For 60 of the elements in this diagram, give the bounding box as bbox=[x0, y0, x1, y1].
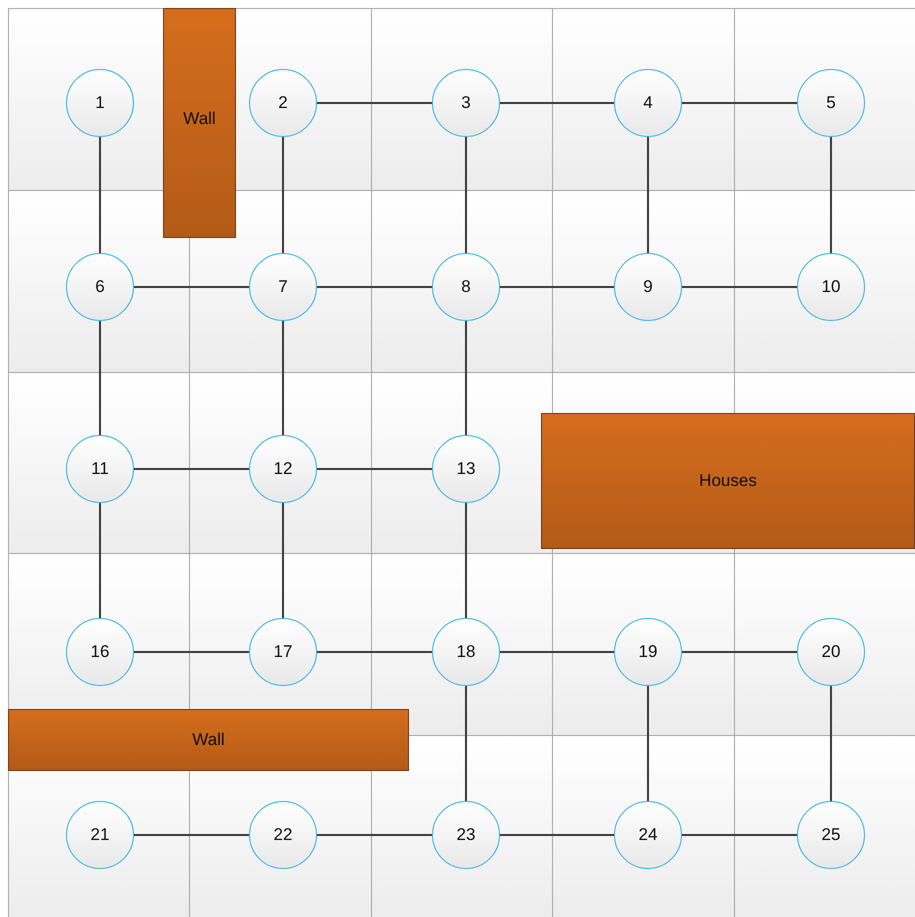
connector-line bbox=[99, 321, 101, 435]
node-number: 12 bbox=[274, 459, 292, 479]
connector-line bbox=[682, 834, 797, 836]
node-number: 24 bbox=[638, 825, 658, 845]
node-number: 13 bbox=[456, 459, 476, 479]
connector-line bbox=[317, 102, 432, 104]
connector-line bbox=[99, 503, 101, 618]
node-number: 18 bbox=[456, 642, 476, 662]
connector-line bbox=[317, 651, 432, 653]
connector-line bbox=[282, 137, 284, 253]
wall-block bbox=[8, 709, 409, 771]
node-number: 3 bbox=[461, 93, 471, 113]
connector-line bbox=[99, 137, 101, 253]
block-label: Houses bbox=[699, 471, 757, 491]
houses-block bbox=[541, 413, 915, 549]
connector-line bbox=[282, 503, 284, 618]
node-number: 17 bbox=[274, 642, 292, 662]
connector-line bbox=[317, 834, 432, 836]
connector-line bbox=[282, 321, 284, 435]
node-number: 8 bbox=[461, 277, 471, 297]
block-label: Wall bbox=[192, 730, 225, 750]
connector-line bbox=[134, 468, 249, 470]
connector-line bbox=[465, 503, 467, 618]
connector-line bbox=[500, 834, 614, 836]
connector-line bbox=[647, 686, 649, 801]
wall-block bbox=[163, 8, 236, 238]
node-number: 4 bbox=[643, 93, 653, 113]
connector-line bbox=[500, 102, 614, 104]
node-number: 11 bbox=[91, 459, 109, 479]
node-number: 5 bbox=[826, 93, 836, 113]
node-number: 2 bbox=[278, 93, 288, 113]
connector-line bbox=[134, 651, 249, 653]
connector-line bbox=[682, 102, 797, 104]
node-number: 23 bbox=[456, 825, 476, 845]
connector-line bbox=[682, 286, 797, 288]
node-number: 21 bbox=[90, 825, 110, 845]
connector-line bbox=[647, 137, 649, 253]
connector-line bbox=[134, 834, 249, 836]
node-number: 6 bbox=[95, 277, 105, 297]
node-number: 20 bbox=[822, 642, 840, 662]
connector-line bbox=[465, 321, 467, 435]
block-label: Wall bbox=[183, 109, 216, 129]
connector-line bbox=[465, 137, 467, 253]
connector-line bbox=[682, 651, 797, 653]
node-number: 9 bbox=[643, 277, 653, 297]
node-number: 25 bbox=[822, 825, 840, 845]
node-number: 10 bbox=[822, 277, 840, 297]
connector-line bbox=[830, 137, 832, 253]
node-number: 16 bbox=[90, 642, 110, 662]
connector-line bbox=[317, 468, 432, 470]
connector-line bbox=[465, 686, 467, 801]
node-number: 1 bbox=[95, 93, 105, 113]
connector-line bbox=[830, 686, 832, 801]
connector-line bbox=[134, 286, 249, 288]
connector-line bbox=[317, 286, 432, 288]
connector-line bbox=[500, 651, 614, 653]
node-number: 19 bbox=[638, 642, 658, 662]
node-number: 22 bbox=[274, 825, 292, 845]
connector-line bbox=[500, 286, 614, 288]
node-number: 7 bbox=[278, 277, 288, 297]
